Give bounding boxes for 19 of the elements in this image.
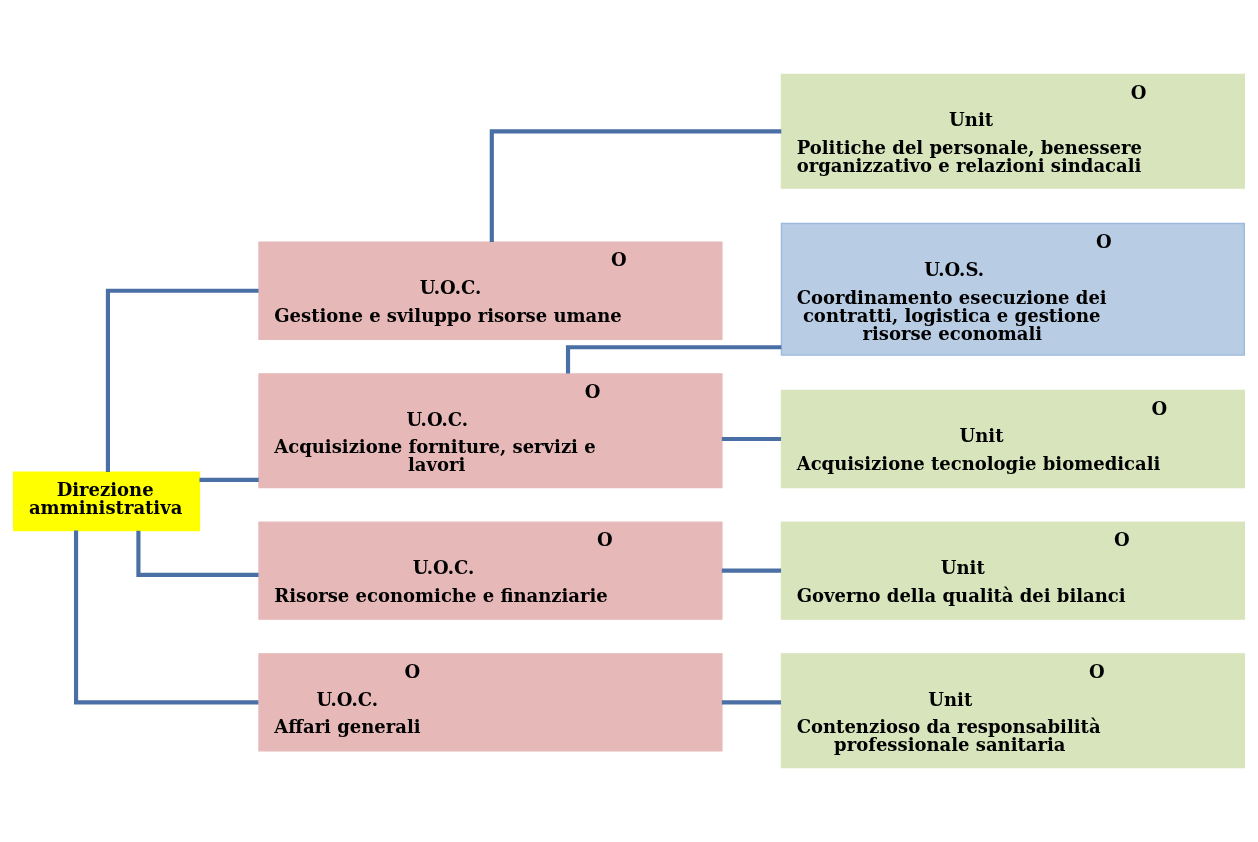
node-box: O Unit Contenzioso da responsabilità professionale sanitaria <box>780 653 1245 769</box>
connector <box>489 129 782 243</box>
connector <box>721 700 782 705</box>
connector <box>721 568 782 573</box>
node-box: O U.O.S. Coordinamento esecuzione dei contratti, logistica e gestione risorse economali <box>780 222 1245 356</box>
node-box: O Unit Politiche del personale, benessere organizzativo e relazioni sindacali <box>780 73 1245 189</box>
node-box: O U.O.C. Acquisizione forniture, servizi e lavori <box>258 373 723 489</box>
node-box: Direzione amministrativa <box>13 471 201 532</box>
node-box: O Unit Governo della qualità dei bilanci <box>780 521 1245 620</box>
node-box: O U.O.C. Risorse economiche e finanziarie <box>258 521 723 620</box>
connector <box>565 345 782 374</box>
node-box: O U.O.C. Gestione e sviluppo risorse umane <box>258 241 723 340</box>
connector <box>74 530 259 705</box>
connector <box>721 436 782 442</box>
connector <box>199 477 259 482</box>
connector <box>136 530 259 577</box>
node-box: O U.O.C. Affari generali <box>258 653 723 752</box>
connector <box>105 288 259 473</box>
node-box: O Unit Acquisizione tecnologie biomedicali <box>780 389 1245 489</box>
